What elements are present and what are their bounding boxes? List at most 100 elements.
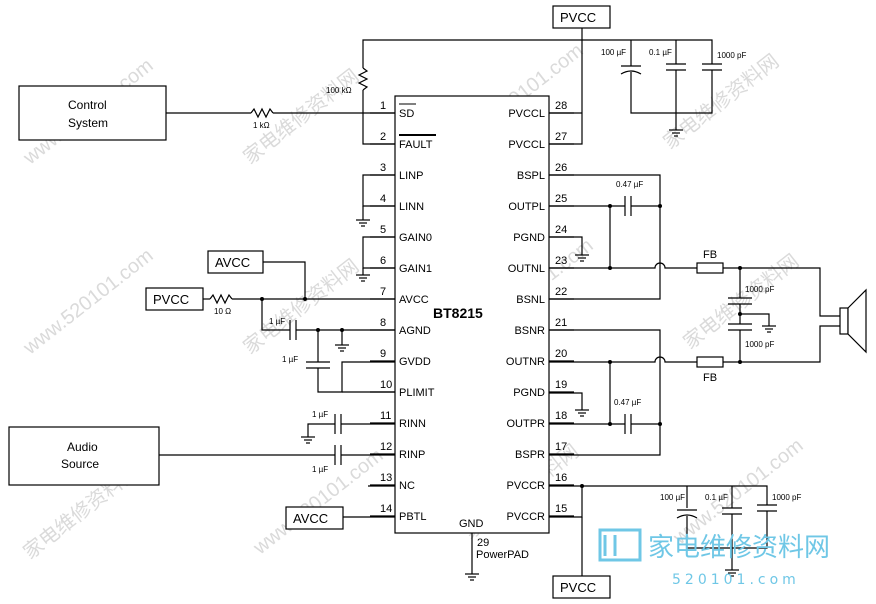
pin-number: 16 [555, 472, 567, 484]
wire [549, 28, 583, 145]
pin-number: 2 [380, 131, 386, 143]
pin-name: AVCC [399, 294, 429, 306]
pin-number: 26 [555, 162, 567, 174]
audio-source-block [8, 426, 160, 486]
pin-name: SD [399, 108, 414, 120]
pin-name: PVCCR [506, 480, 545, 492]
pin-number: 11 [380, 410, 391, 422]
left-pins: 1SD2FAULT3LINP4LINN5GAIN06GAIN17AVCC8AGN… [370, 100, 435, 523]
pin-name: OUTNR [506, 356, 545, 368]
pin-name: OUTNL [508, 263, 545, 275]
pin-name: RINP [399, 449, 425, 461]
ground-icon [725, 569, 739, 577]
wire [582, 39, 713, 60]
ferrite-bead-bottom [696, 356, 724, 368]
pin-number: 12 [380, 441, 392, 453]
wire [549, 356, 697, 363]
ic-name: BT8215 [433, 305, 483, 321]
pin-number: 17 [555, 441, 567, 453]
c-bs-left-value: 0.47 µF [616, 180, 643, 189]
pad-label: PowerPAD [476, 549, 529, 561]
wire [686, 511, 768, 570]
pin-number: 15 [555, 503, 567, 515]
pin-name: BSPR [515, 449, 545, 461]
fb-top-label: FB [703, 249, 717, 261]
logo-text-num: 520101.com [672, 572, 800, 588]
control-system-label: Control [68, 98, 107, 112]
pin-number: 21 [555, 317, 567, 329]
c-bottom-1000pF: 1000 pF [772, 493, 801, 502]
junction [738, 312, 742, 316]
wire [549, 236, 583, 255]
wire [362, 236, 395, 269]
pin-number: 18 [555, 410, 567, 422]
c-out-bottom-value: 1000 pF [745, 340, 774, 349]
pin-number: 14 [380, 503, 392, 515]
wire [549, 262, 697, 269]
pin-name: GVDD [399, 356, 431, 368]
right-pins: 28PVCCL27PVCCL26BSPL25OUTPL24PGND23OUTNL… [506, 100, 574, 523]
audio-source-label: Audio [67, 440, 98, 454]
ground-icon [356, 274, 370, 282]
avcc-lower-label: AVCC [293, 511, 328, 526]
pin-number: 13 [380, 472, 392, 484]
ferrite-bead-top [696, 262, 724, 274]
wire [261, 299, 290, 331]
wire [549, 424, 661, 456]
c-bottom-0.1uF: 0.1 µF [705, 493, 728, 502]
cap-100uF-bottom [676, 509, 698, 519]
pin-name: LINN [399, 201, 424, 213]
c-top-0.1uF: 0.1 µF [649, 48, 672, 57]
r-avcc-value: 10 Ω [214, 307, 231, 316]
pin-name: OUTPL [508, 201, 545, 213]
pin-name: BSNL [516, 294, 545, 306]
pin-number: 8 [380, 317, 386, 329]
pin-name: BSPL [517, 170, 545, 182]
pin-number: 24 [555, 224, 567, 236]
pin-name: GAIN1 [399, 263, 432, 275]
pin-name: GAIN0 [399, 232, 432, 244]
wire [263, 261, 306, 299]
cap-1000pF-top [702, 63, 722, 71]
pvcc-left-label: PVCC [153, 292, 189, 307]
wire [549, 392, 583, 410]
pin-number: 5 [380, 224, 386, 236]
cap-1000pF-out-bottom [728, 323, 752, 331]
pin-number: 3 [380, 162, 386, 174]
pin-name: LINP [399, 170, 423, 182]
pin-number: 4 [380, 193, 386, 205]
pin-number: 7 [380, 286, 386, 298]
wire [549, 329, 661, 424]
resistor-1k [250, 107, 274, 119]
pin-number: 22 [555, 286, 567, 298]
pvcc-top-label: PVCC [560, 10, 596, 25]
pin-number: 1 [380, 100, 386, 112]
wire [723, 325, 840, 363]
pin-number: 10 [380, 379, 392, 391]
pad-number: 29 [477, 537, 489, 549]
junction [580, 484, 584, 488]
logo-text-cn: 家电维修资料网 [648, 533, 830, 563]
pvcc-bottom-box [552, 575, 611, 599]
c-top-1000pF: 1000 pF [717, 51, 746, 60]
pin-name: BSNR [514, 325, 545, 337]
ground-icon [669, 129, 683, 137]
watermark-text: www.520101.com [249, 444, 388, 559]
pin-name: PVCCL [508, 108, 545, 120]
wire [307, 423, 335, 437]
control-system-label: System [68, 116, 108, 130]
pin-number: 19 [555, 379, 567, 391]
pin-name: NC [399, 480, 415, 492]
wire [630, 70, 713, 130]
cap-0.47uF-right [624, 414, 632, 434]
speaker-icon [839, 288, 867, 354]
wire [362, 174, 395, 207]
junction [303, 297, 307, 301]
resistor-100k [357, 67, 369, 91]
cap-0.47uF-left [624, 196, 632, 216]
pin-number: 20 [555, 348, 567, 360]
ic-gnd-label: GND [459, 518, 484, 530]
ground-icon [335, 344, 349, 352]
r-series-value: 1 kΩ [253, 121, 270, 130]
pin-number: 23 [555, 255, 567, 267]
